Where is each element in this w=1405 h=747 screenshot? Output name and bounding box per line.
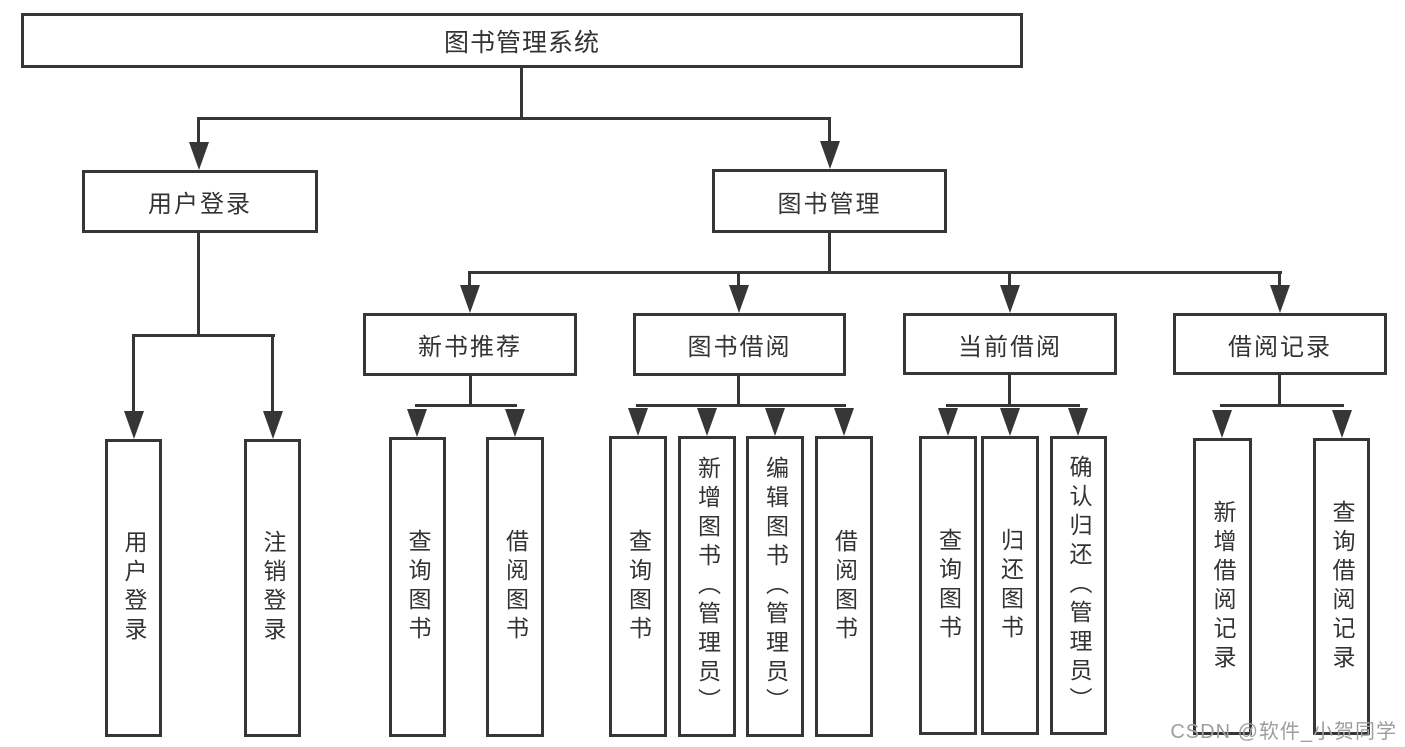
- arrow-down-icon: [189, 142, 209, 170]
- connector-new-book-bus: [415, 404, 517, 407]
- node-label: 借阅记录: [1228, 333, 1332, 361]
- leaf-query-books-3: 查询图书: [919, 436, 977, 735]
- connector-drop: [1278, 271, 1281, 287]
- arrow-down-icon: [407, 409, 427, 437]
- node-label: 查询图书: [935, 527, 962, 644]
- node-label: 编辑图书（管理员）: [762, 456, 789, 717]
- node-label: 新增借阅记录: [1210, 499, 1236, 674]
- arrow-down-icon: [1068, 408, 1088, 436]
- arrow-down-icon: [1270, 285, 1290, 313]
- node-borrowing-records: 借阅记录: [1173, 313, 1387, 375]
- node-label: 图书管理: [777, 190, 882, 218]
- node-root-library-system: 图书管理系统: [21, 13, 1023, 68]
- leaf-confirm-return-admin: 确认归还（管理员）: [1050, 436, 1107, 735]
- connector-level2-bus: [197, 117, 831, 120]
- node-current-borrowing: 当前借阅: [903, 313, 1117, 375]
- arrow-down-icon: [1000, 408, 1020, 436]
- node-label: 归还图书: [997, 527, 1024, 644]
- leaf-query-books-1: 查询图书: [389, 437, 446, 737]
- connector-drop: [468, 271, 471, 287]
- node-label: 确认归还（管理员）: [1066, 455, 1092, 716]
- arrow-down-icon: [124, 411, 144, 439]
- node-book-borrowing: 图书借阅: [633, 313, 846, 376]
- connector-new-book-stem: [469, 376, 472, 407]
- leaf-query-books-2: 查询图书: [609, 436, 667, 737]
- connector-drop: [271, 334, 274, 413]
- leaf-logout: 注销登录: [244, 439, 301, 737]
- node-label: 查询图书: [405, 529, 431, 645]
- arrow-down-icon: [820, 141, 840, 169]
- node-user-login: 用户登录: [82, 170, 318, 233]
- connector-user-login-stem: [197, 233, 200, 337]
- node-label: 借阅图书: [502, 529, 529, 645]
- connector-borrow-records-bus: [1220, 404, 1344, 407]
- node-label: 图书管理系统: [443, 28, 600, 57]
- node-label: 用户登录: [121, 530, 147, 646]
- connector-borrow-records-stem: [1278, 375, 1281, 407]
- connector-user-login-bus: [132, 334, 275, 337]
- node-new-book-recommend: 新书推荐: [363, 313, 577, 376]
- node-label: 注销登录: [260, 530, 286, 646]
- arrow-down-icon: [697, 408, 717, 436]
- node-label: 当前借阅: [958, 333, 1062, 361]
- node-label: 查询借阅记录: [1329, 499, 1355, 674]
- arrow-down-icon: [628, 408, 648, 436]
- connector-root-stem: [520, 68, 523, 119]
- arrow-down-icon: [460, 285, 480, 313]
- arrow-down-icon: [1000, 285, 1020, 313]
- connector-drop: [737, 271, 740, 287]
- connector-drop: [197, 117, 200, 144]
- leaf-return-books: 归还图书: [981, 436, 1039, 735]
- arrow-down-icon: [1332, 410, 1352, 438]
- leaf-user-login: 用户登录: [105, 439, 162, 737]
- node-label: 新增图书（管理员）: [694, 456, 721, 717]
- node-label: 借阅图书: [831, 528, 858, 645]
- node-label: 查询图书: [625, 528, 652, 645]
- leaf-borrow-books-2: 借阅图书: [815, 436, 873, 737]
- connector-current-borrow-stem: [1008, 375, 1011, 407]
- arrow-down-icon: [938, 408, 958, 436]
- leaf-add-borrow-record: 新增借阅记录: [1193, 438, 1252, 735]
- connector-drop: [132, 334, 135, 413]
- arrow-down-icon: [263, 411, 283, 439]
- connector-book-mgmt-stem: [828, 233, 831, 274]
- csdn-watermark: CSDN @软件_小贺同学: [1170, 721, 1397, 743]
- node-label: 图书借阅: [687, 334, 792, 361]
- arrow-down-icon: [729, 285, 749, 313]
- node-label: 新书推荐: [418, 334, 522, 361]
- connector-book-borrow-bus: [636, 404, 846, 407]
- node-label: 用户登录: [148, 191, 252, 218]
- connector-drop: [1008, 271, 1011, 287]
- arrow-down-icon: [1212, 410, 1232, 438]
- connector-drop: [828, 117, 831, 144]
- leaf-borrow-books-1: 借阅图书: [486, 437, 544, 737]
- connector-current-borrow-bus: [946, 404, 1080, 407]
- leaf-query-borrow-record: 查询借阅记录: [1313, 438, 1370, 735]
- connector-book-borrow-stem: [737, 376, 740, 407]
- connector-level3-bus: [468, 271, 1282, 274]
- leaf-add-books-admin: 新增图书（管理员）: [678, 436, 736, 737]
- leaf-edit-books-admin: 编辑图书（管理员）: [746, 436, 804, 737]
- node-book-management: 图书管理: [712, 169, 947, 233]
- arrow-down-icon: [505, 409, 525, 437]
- arrow-down-icon: [834, 408, 854, 436]
- arrow-down-icon: [765, 408, 785, 436]
